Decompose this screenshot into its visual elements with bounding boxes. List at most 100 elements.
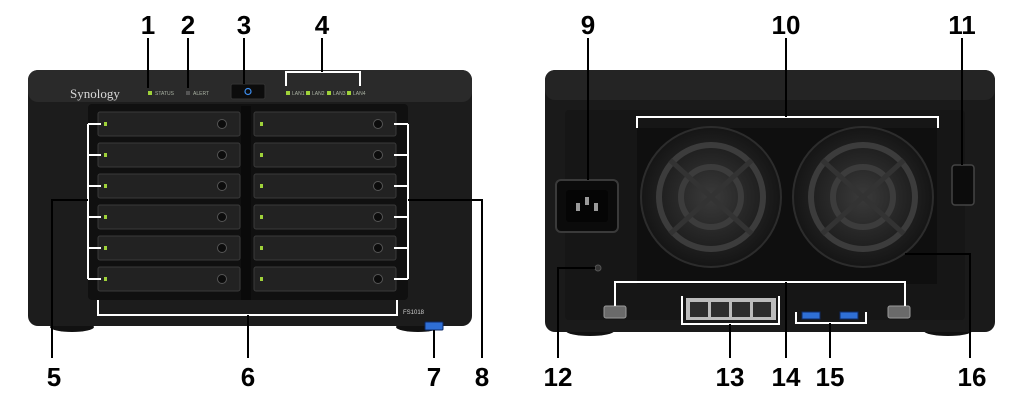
lan-port-4[interactable] [753, 302, 771, 317]
callout-9: 9 [581, 10, 595, 40]
fan-left-strut-2 [668, 158, 754, 236]
tray-lock-icon[interactable] [373, 181, 383, 191]
reset-button[interactable] [594, 264, 602, 272]
callout-10: 10 [772, 10, 801, 40]
tray-lock-icon[interactable] [217, 150, 227, 160]
drive-tray[interactable] [97, 142, 241, 168]
lan3-label: LAN3 [333, 91, 346, 97]
tray-lock-icon[interactable] [373, 212, 383, 222]
drive-led [104, 277, 107, 281]
drive-trays [97, 111, 397, 292]
power-socket-inner [566, 190, 608, 222]
drive-tray[interactable] [97, 266, 241, 292]
power-pin-left [576, 203, 580, 211]
fan-right-grille-outer [808, 142, 918, 252]
lan-port-1[interactable] [690, 302, 708, 317]
drive-led [104, 246, 107, 250]
alert-led [186, 91, 190, 95]
callout-3: 3 [237, 10, 251, 40]
callout-15: 15 [816, 362, 845, 392]
security-latch [951, 164, 975, 206]
power-pin-right [594, 203, 598, 211]
center-divider [241, 106, 251, 300]
leader-12 [557, 267, 595, 358]
back-usb-port-2[interactable] [839, 311, 859, 320]
tray-lock-icon[interactable] [373, 119, 383, 129]
alert-label: ALERT [193, 91, 209, 97]
bracket-16 [614, 281, 906, 306]
callout-14: 14 [772, 362, 801, 392]
drive-tray[interactable] [253, 204, 397, 230]
tray-lock-icon[interactable] [217, 119, 227, 129]
bay-brackets-right [394, 123, 409, 280]
lan1-label: LAN1 [292, 91, 305, 97]
fan-left-grille-outer [656, 142, 766, 252]
fan-right [792, 126, 934, 268]
model-label: FS1018 [403, 310, 425, 316]
drive-led [104, 153, 107, 157]
leader-lines [51, 38, 971, 358]
front-usb-port[interactable] [424, 321, 444, 331]
drive-tray[interactable] [253, 173, 397, 199]
fan-left [640, 126, 782, 268]
expansion-port-left[interactable] [603, 305, 627, 319]
tray-lock-icon[interactable] [217, 212, 227, 222]
tray-lock-icon[interactable] [217, 243, 227, 253]
bay-brackets-left [87, 123, 101, 280]
drive-led [260, 246, 263, 250]
back-usb-port-1[interactable] [801, 311, 821, 320]
status-led [148, 91, 152, 95]
callout-16: 16 [958, 362, 987, 392]
lan1-led [286, 91, 290, 95]
bracket-10 [636, 116, 939, 128]
tray-lock-icon[interactable] [373, 274, 383, 284]
drive-led [104, 215, 107, 219]
callout-11: 11 [948, 10, 976, 40]
power-pin-center [585, 197, 589, 205]
lan-port-2[interactable] [711, 302, 729, 317]
expansion-port-right[interactable] [887, 305, 911, 319]
tray-lock-icon[interactable] [217, 274, 227, 284]
fan-left-grille-inner [678, 164, 744, 230]
drive-tray[interactable] [97, 235, 241, 261]
callout-2: 2 [181, 10, 195, 40]
tray-lock-icon[interactable] [373, 150, 383, 160]
tray-lock-icon[interactable] [373, 243, 383, 253]
fan-right-grille-inner [830, 164, 896, 230]
power-icon [244, 87, 252, 96]
lan3-led [327, 91, 331, 95]
drive-tray[interactable] [97, 204, 241, 230]
leader-16 [905, 253, 971, 358]
drive-led [260, 215, 263, 219]
drive-led [104, 122, 107, 126]
lan-indicators: LAN1 LAN2 LAN3 LAN4 [286, 91, 366, 97]
drive-led [260, 184, 263, 188]
drive-tray[interactable] [253, 235, 397, 261]
power-button[interactable] [230, 83, 266, 100]
lan2-led [306, 91, 310, 95]
callout-13: 13 [716, 362, 745, 392]
brand-logo: Synology [70, 86, 120, 101]
tray-lock-icon[interactable] [217, 181, 227, 191]
lan4-label: LAN4 [353, 91, 366, 97]
drive-tray[interactable] [253, 266, 397, 292]
callout-1: 1 [141, 10, 155, 40]
callout-4: 4 [315, 10, 330, 40]
leader-5 [51, 199, 88, 358]
drive-tray[interactable] [97, 111, 241, 137]
drive-tray[interactable] [253, 142, 397, 168]
back-view [545, 70, 995, 336]
callout-12: 12 [544, 362, 573, 392]
fan-right-strut-2 [820, 158, 906, 236]
drive-tray[interactable] [97, 173, 241, 199]
lan2-label: LAN2 [312, 91, 325, 97]
drive-led [260, 122, 263, 126]
leader-8 [408, 199, 483, 358]
callout-7: 7 [427, 362, 441, 392]
drive-tray[interactable] [253, 111, 397, 137]
front-view: Synology FS1018 STATUS ALERT LAN1 LAN2 L… [28, 70, 472, 332]
callout-numbers: 1 2 3 4 5 6 7 8 9 10 11 12 13 14 15 16 [47, 10, 987, 392]
lan-port-3[interactable] [732, 302, 750, 317]
callout-8: 8 [475, 362, 489, 392]
